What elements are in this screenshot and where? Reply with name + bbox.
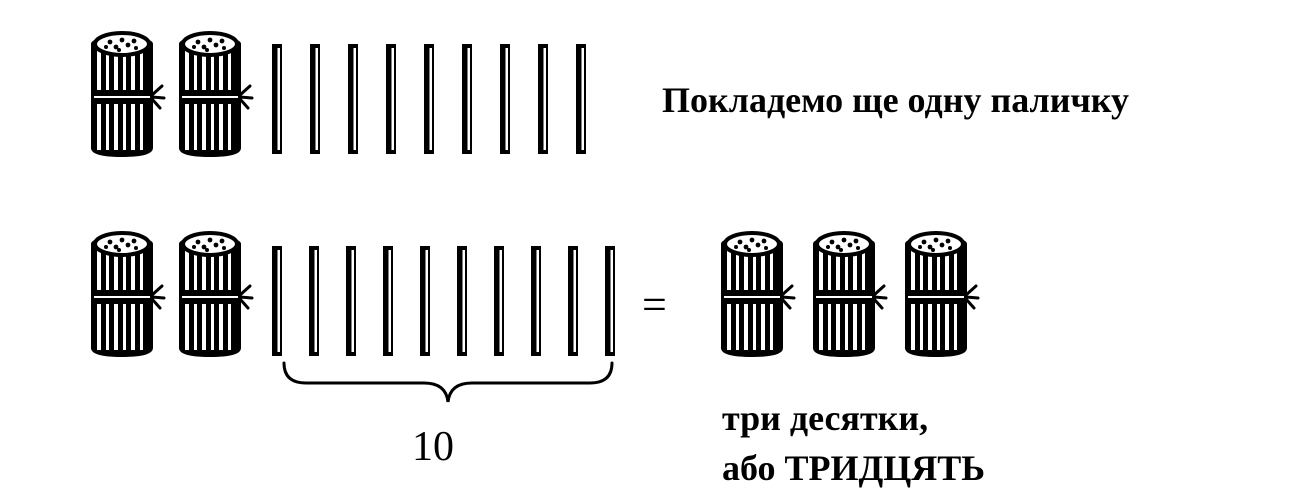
counting-stick: [386, 44, 396, 154]
counting-stick: [272, 246, 282, 356]
counting-stick: [346, 246, 356, 356]
counting-stick: [383, 246, 393, 356]
top-row-bundles: [90, 31, 254, 158]
counting-stick: [500, 44, 510, 154]
counting-stick: [348, 44, 358, 154]
counting-stick: [494, 246, 504, 356]
result-caption-line-2: або ТРИДЦЯТЬ: [722, 448, 986, 488]
stick-bundle: [904, 231, 980, 358]
top-row-single-sticks: [272, 44, 586, 154]
counting-stick: [272, 44, 282, 154]
stick-bundle: [720, 231, 796, 358]
stick-bundle: [90, 31, 166, 158]
counting-stick: [462, 44, 472, 154]
counting-stick: [310, 44, 320, 154]
stick-bundle: [90, 231, 166, 358]
brace-count-label: 10: [412, 424, 454, 470]
counting-stick: [309, 246, 319, 356]
counting-stick: [531, 246, 541, 356]
stick-bundle: [178, 31, 254, 158]
bottom-row-left-bundles: [90, 231, 254, 358]
counting-stick: [538, 44, 548, 154]
counting-stick: [576, 44, 586, 154]
stick-bundle: [812, 231, 888, 358]
ten-sticks-brace: [282, 361, 614, 403]
stick-bundle: [178, 231, 254, 358]
counting-stick: [424, 44, 434, 154]
counting-stick: [420, 246, 430, 356]
counting-stick: [568, 246, 578, 356]
bottom-row-result-bundles: [720, 231, 980, 358]
counting-stick: [605, 246, 615, 356]
bottom-row-single-sticks: [272, 246, 615, 356]
top-row-caption: Покладемо ще одну паличку: [662, 80, 1129, 120]
equals-sign: =: [642, 280, 667, 329]
result-caption-line-1: три десятки,: [722, 398, 929, 438]
counting-stick: [457, 246, 467, 356]
